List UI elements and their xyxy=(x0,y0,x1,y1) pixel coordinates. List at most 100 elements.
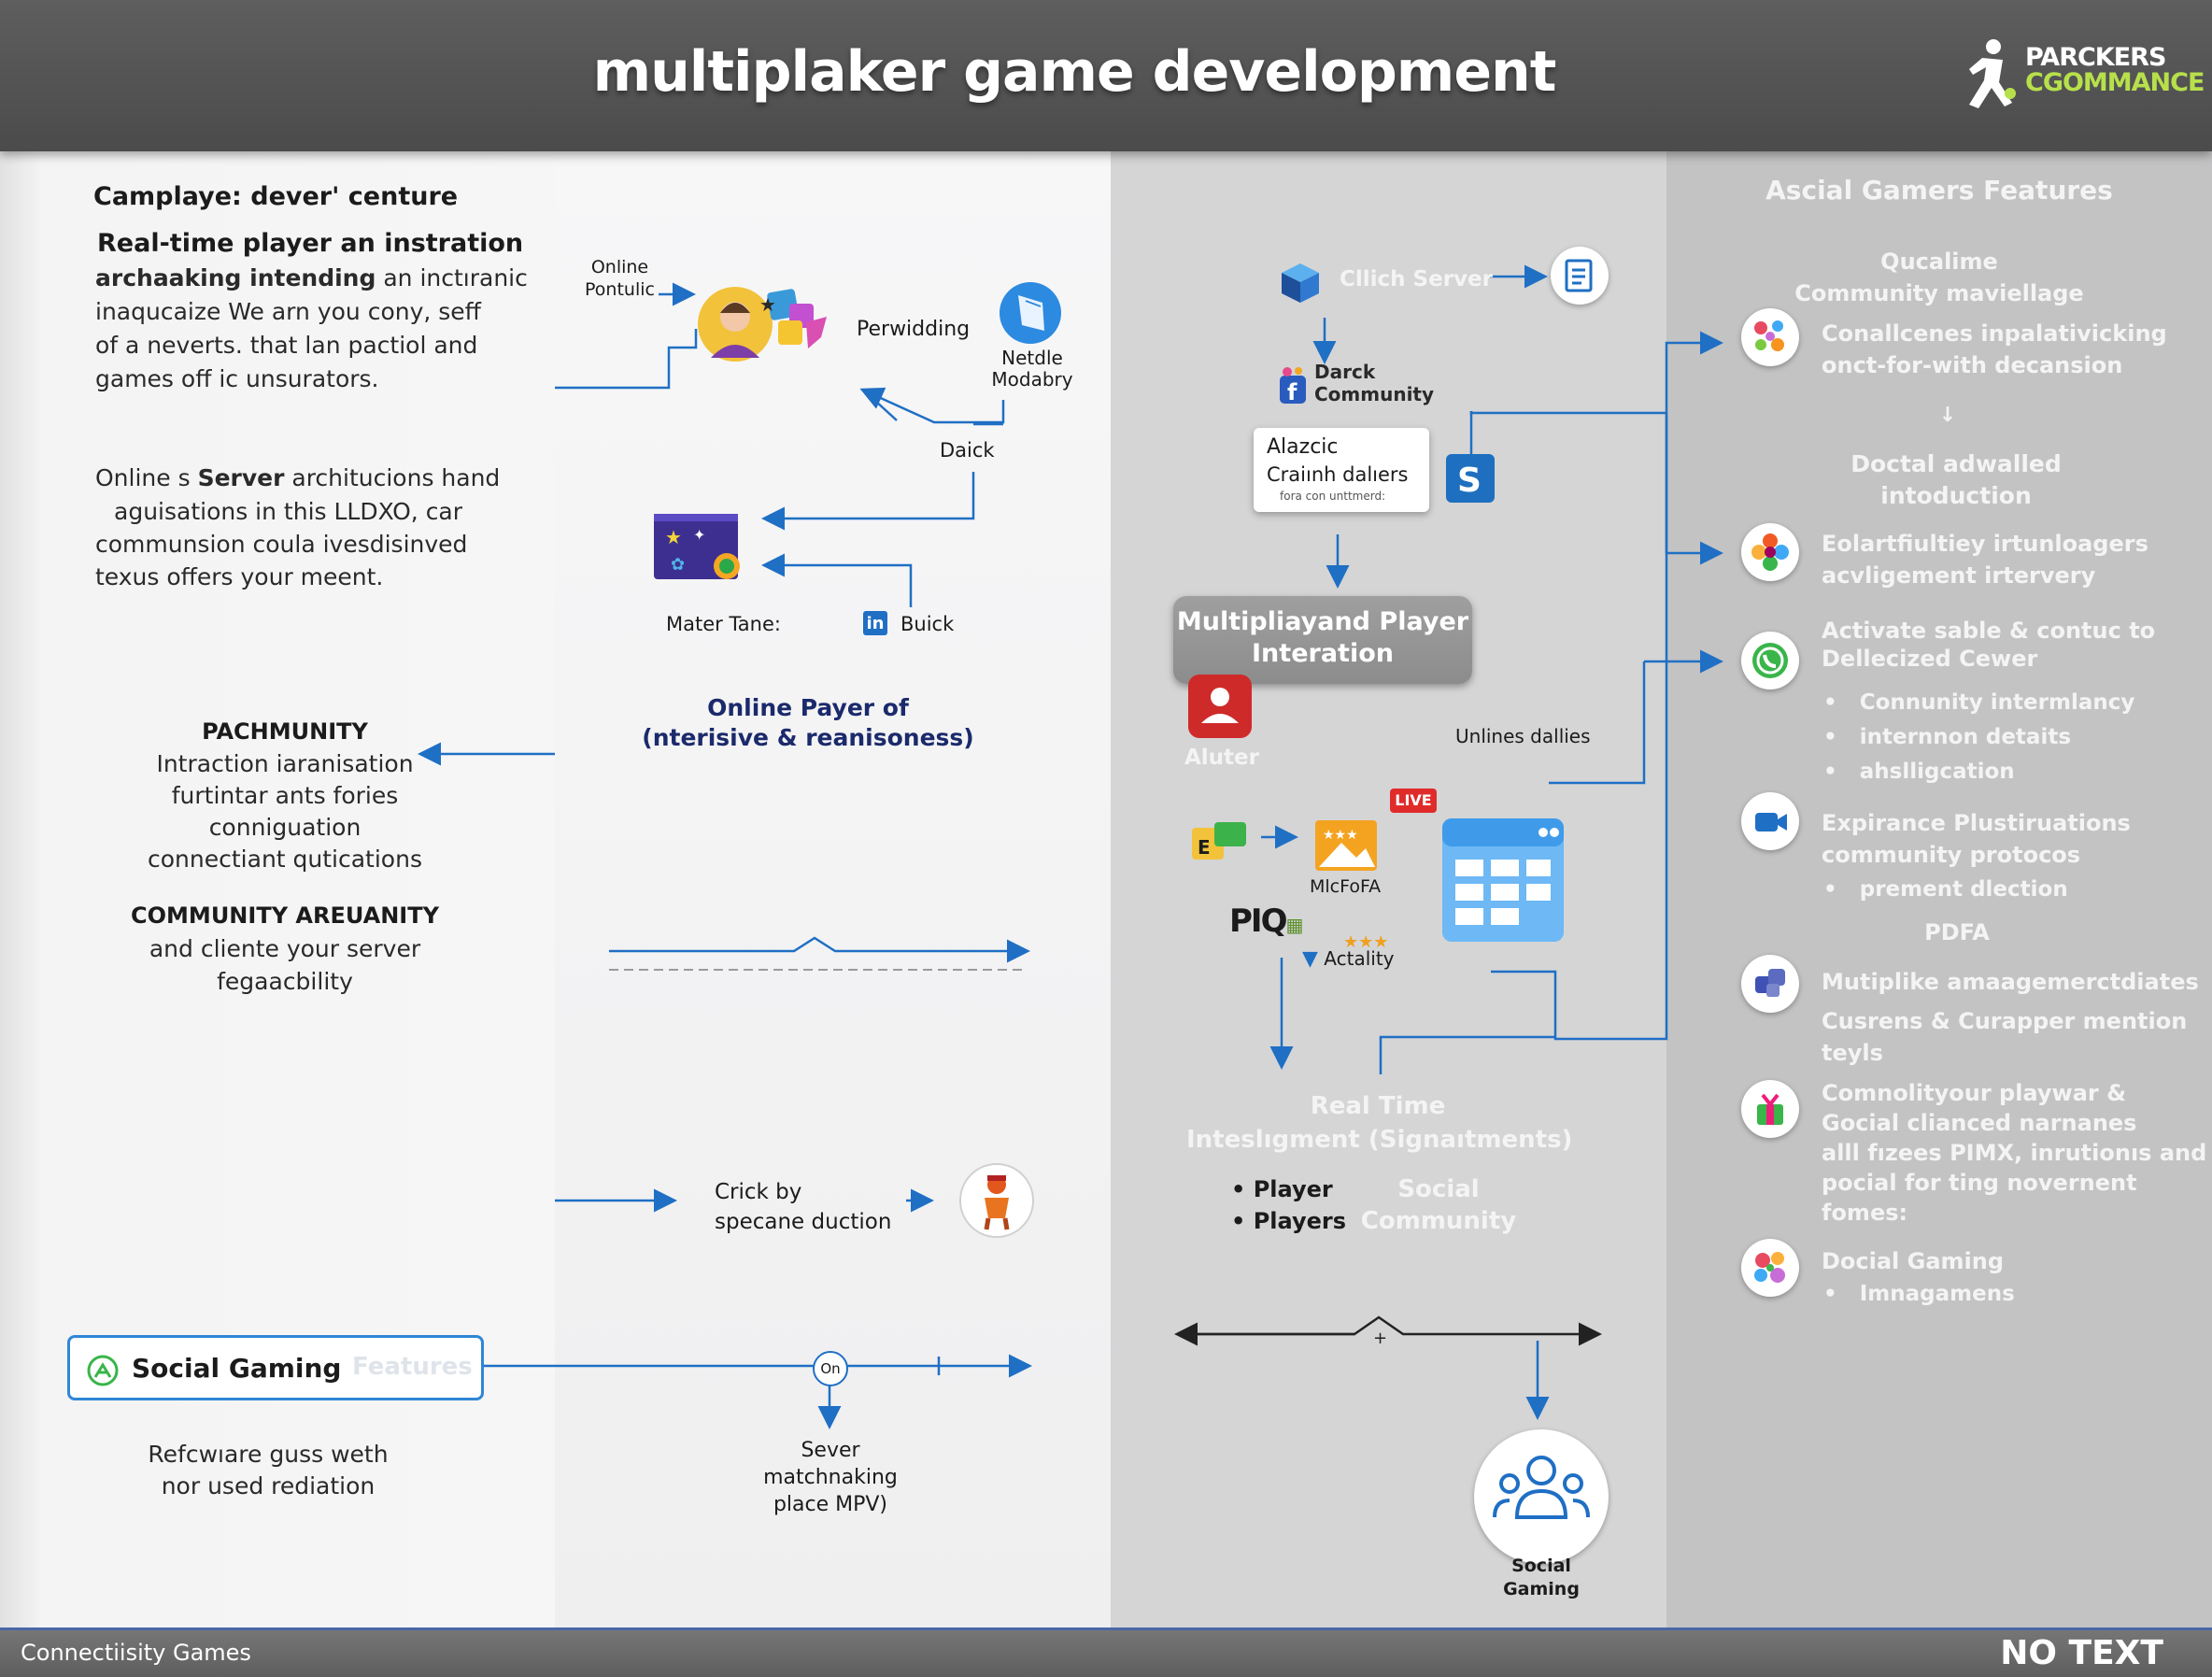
intro-bold-line: Real-time player an instration xyxy=(97,229,524,258)
pachmunity-line-1: Intraction iaranisation xyxy=(156,750,414,777)
user-badge-icon[interactable] xyxy=(1184,671,1255,742)
intro-line-4: of a neverts. that lan pactiol and xyxy=(95,332,478,359)
server-para-line-1: Online s Server architucions hand xyxy=(95,464,501,491)
community-line-2: fegaacbility xyxy=(217,968,353,995)
feature-3-bullets: • Connunity intermlancy • internnon deta… xyxy=(1823,690,2135,784)
document-icon[interactable] xyxy=(1551,247,1609,305)
video-camera-icon xyxy=(1755,813,1787,831)
page-title: multiplaker game development xyxy=(592,39,1557,105)
gift-icon xyxy=(1757,1093,1783,1125)
facebook-icon[interactable]: f xyxy=(1276,364,1310,407)
buick-label: Buick xyxy=(900,613,955,635)
feature-icon-2[interactable] xyxy=(1741,523,1799,581)
social-gaming-faded: Features xyxy=(352,1353,473,1381)
calendar-window-icon[interactable] xyxy=(1440,817,1566,944)
netdle-logo-icon[interactable] xyxy=(998,280,1063,346)
intro-line-2: archaaking intending an inctıranic xyxy=(95,262,528,295)
svg-text:+: + xyxy=(1373,1329,1387,1348)
social-gaming-node[interactable] xyxy=(1474,1429,1609,1564)
feature-4-bullets: • prement dlection xyxy=(1823,877,2068,902)
game-stickers-icon xyxy=(1754,1252,1785,1283)
live-badge[interactable]: LIVE xyxy=(1390,789,1437,813)
player-bullet-list: • Player • Players xyxy=(1231,1176,1347,1234)
svg-text:E: E xyxy=(1198,836,1211,859)
puzzle-icon xyxy=(1755,969,1785,997)
players-cluster-icon[interactable]: ★ xyxy=(696,276,845,369)
community-line-1: and cliente your server xyxy=(149,935,421,962)
alazcic-card[interactable]: Alazcic Craiınh dalıers fora con unttmer… xyxy=(1254,428,1429,512)
intro-line-2-rest: an inctıranic xyxy=(376,264,528,291)
whatsapp-icon xyxy=(1752,643,1788,678)
feature-icon-5[interactable] xyxy=(1741,955,1799,1013)
brand-logo[interactable]: PARCKERS CGOMMANCE xyxy=(1962,37,2205,121)
intro-line-3: inaqucaize We arn you cony, seff xyxy=(95,298,481,325)
server-para-line-3: communsion coula ivesdisinved xyxy=(95,531,468,558)
svg-text:f: f xyxy=(1287,379,1297,405)
down-arrow: ↓ xyxy=(1938,404,1957,427)
eb-app-icon[interactable]: E xyxy=(1190,820,1248,863)
intro-heading: Camplaye: dever' centure xyxy=(93,182,459,211)
player-avatar-icon[interactable] xyxy=(958,1162,1035,1239)
game-screen-icon[interactable]: ★ ✦ ✿ xyxy=(652,512,745,583)
pachmunity-block: PACHMUNITY Intraction iaranisation furti… xyxy=(103,715,467,875)
clich-server-label: Cllich Server xyxy=(1340,267,1493,291)
svg-text:★: ★ xyxy=(665,526,682,548)
footer-left-text: Connectiisity Games xyxy=(21,1640,251,1666)
daick-label: Daick xyxy=(940,439,995,462)
column-center-right xyxy=(1111,151,1666,1627)
feature-icon-7[interactable] xyxy=(1741,1239,1799,1297)
server-para-line-2: aguisations in this LLDXO, car xyxy=(114,498,463,525)
pdfa-label: PDFA xyxy=(1924,919,1990,945)
svg-text:★★★: ★★★ xyxy=(1323,828,1358,843)
svg-text:✿: ✿ xyxy=(671,555,685,575)
footer-right-text: NO TEXT xyxy=(2000,1634,2163,1672)
social-gaming-icon xyxy=(87,1355,119,1386)
unlines-dallies-label: Unlines dallies xyxy=(1455,725,1591,747)
feature-icon-3[interactable] xyxy=(1741,632,1799,689)
micfofa-label: MlcFoFA xyxy=(1310,876,1382,897)
runner-logo-icon xyxy=(1969,39,2016,108)
perwidding-label: Perwidding xyxy=(857,318,971,341)
s-app-icon[interactable]: S xyxy=(1444,452,1496,505)
feature-icon-4[interactable] xyxy=(1741,792,1799,850)
flower-apps-icon xyxy=(1751,533,1789,571)
multiplayer-interaction-box[interactable]: Multipliayand Player Interation xyxy=(1173,596,1472,684)
feature-7-text: Docial Gaming xyxy=(1822,1248,2005,1274)
feature-icon-6[interactable] xyxy=(1741,1080,1799,1138)
actality-label: ★★★▼ Actality xyxy=(1302,932,1395,971)
footer-bar: Connectiisity Games NO TEXT xyxy=(0,1627,2212,1677)
linkedin-icon[interactable]: in xyxy=(863,611,887,635)
features-title: Ascial Gamers Features xyxy=(1765,175,2113,206)
header-bar: multiplaker game development PARCKERS CG… xyxy=(0,0,2212,151)
community-block: COMMUNITY AREUANITY and cliente your ser… xyxy=(103,899,467,998)
group-users-icon xyxy=(1493,1456,1590,1519)
feature-6-text: Comnolityour playwar &Gocial clianced na… xyxy=(1822,1080,2207,1226)
piq-logo[interactable]: PIQ▦ xyxy=(1229,902,1303,940)
feature-icon-1[interactable] xyxy=(1741,308,1799,366)
social-gaming-label: Social Gaming xyxy=(132,1353,342,1384)
social-gaming-button[interactable]: Social Gaming Features xyxy=(67,1335,484,1400)
pachmunity-line-2: furtintar ants fories xyxy=(171,782,399,809)
online-payer-heading: Online Payer of(nterisive & reanisoness) xyxy=(642,694,974,751)
logo-wordmark: PARCKERS CGOMMANCE xyxy=(2025,43,2205,97)
community-title: COMMUNITY AREUANITY xyxy=(131,902,439,929)
cube-server-icon[interactable] xyxy=(1278,260,1323,305)
color-grid-icon xyxy=(1754,320,1784,351)
rating-app-icon[interactable]: ★★★ xyxy=(1313,815,1381,873)
pachmunity-line-4: connectiant qutications xyxy=(148,846,422,873)
column-right xyxy=(1666,151,2212,1627)
aluter-label: Aluter xyxy=(1184,746,1259,770)
on-badge[interactable]: On xyxy=(813,1351,848,1386)
